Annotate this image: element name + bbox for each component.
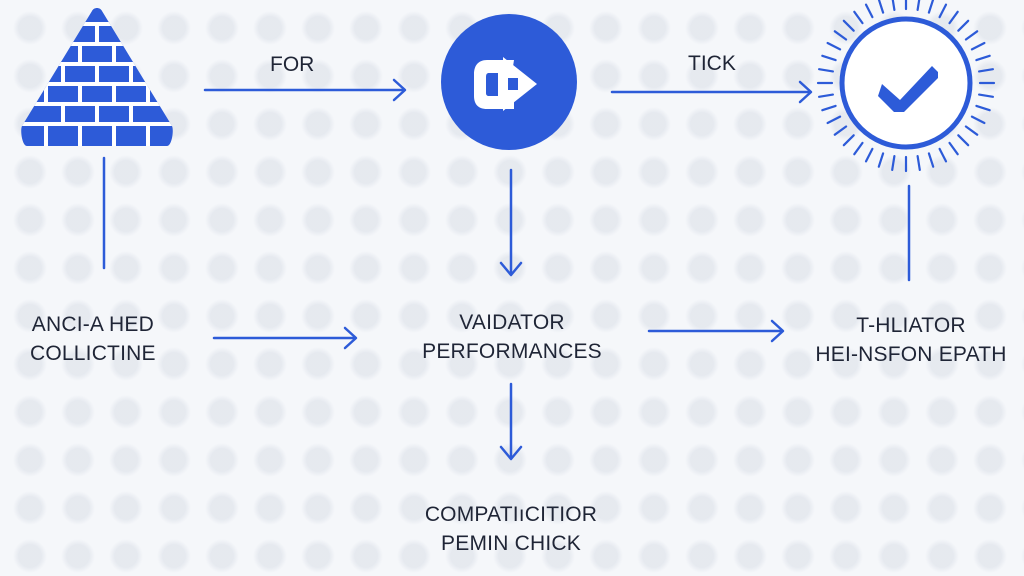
- sun-ray: [964, 125, 979, 136]
- sun-ray: [853, 141, 864, 156]
- node-center-line2: PERFORMANCES: [422, 340, 602, 363]
- sun-ray: [970, 41, 986, 51]
- sun-ray: [975, 104, 991, 112]
- sun-ray: [916, 0, 921, 11]
- sun-ray: [826, 41, 842, 51]
- sun-ray: [864, 3, 874, 19]
- sun-ray: [927, 0, 935, 14]
- sun-ray: [948, 141, 959, 156]
- node-right-line2: HEI-NSFON EPATH: [815, 343, 1007, 366]
- node-bottom-line1: COMPATIıCITIOR: [424, 503, 598, 526]
- sun-ray: [826, 115, 842, 125]
- sun-ray: [891, 155, 896, 171]
- sun-ray: [821, 104, 837, 112]
- sun-ray: [957, 134, 970, 147]
- sun-ray: [833, 125, 848, 136]
- sun-ray: [938, 3, 948, 19]
- arrow-center-node-to-right-node: [647, 319, 785, 343]
- sun-ray: [957, 19, 970, 32]
- arrow-left-node-to-center-node: [212, 326, 358, 350]
- sun-ray: [877, 0, 885, 14]
- sun-ray: [891, 0, 896, 11]
- sun-ray: [916, 155, 921, 171]
- node-bottom-line2: PEMIN CHICK: [441, 532, 581, 555]
- arrow-circle-to-center-node: [499, 168, 523, 277]
- node-right-label: T-HLIATOR HEI-NSFON EPATH: [806, 311, 1016, 369]
- sun-ray: [977, 93, 995, 98]
- sun-ray: [927, 152, 935, 168]
- sun-ray: [970, 115, 986, 125]
- node-center-label: VAIDATOR PERFORMANCES: [406, 308, 618, 366]
- sun-ray: [842, 19, 855, 32]
- sun-ray: [948, 10, 959, 25]
- sun-ray: [977, 68, 995, 73]
- node-right-line1: T-HLIATOR: [856, 314, 966, 337]
- sun-ray: [833, 30, 848, 41]
- brick-pyramid-icon: [21, 8, 173, 146]
- sun-ray: [877, 152, 885, 168]
- sun-ray: [817, 93, 835, 98]
- sun-ray: [938, 147, 948, 163]
- sun-ray: [964, 30, 979, 41]
- sun-ray: [853, 10, 864, 25]
- sun-ray: [817, 68, 835, 73]
- sun-ray: [975, 54, 991, 62]
- edge-label-for: FOR: [270, 53, 315, 76]
- circular-arrow-icon: [441, 14, 577, 150]
- sun-ray: [821, 54, 837, 62]
- edge-label-tick: TICK: [688, 52, 736, 75]
- arrow-pyramid-to-circle: [203, 78, 407, 102]
- arrow-center-node-to-bottom-node: [499, 382, 523, 461]
- node-left-label: ANCI-A HED COLLICTINE: [30, 310, 156, 368]
- node-center-line1: VAIDATOR: [459, 311, 565, 334]
- sunburst-check-icon: [816, 0, 996, 173]
- sun-ray: [864, 147, 874, 163]
- node-left-line2: COLLICTINE: [30, 342, 156, 365]
- sun-ray: [842, 134, 855, 147]
- node-left-line1: ANCI-A HED: [31, 313, 154, 336]
- arrow-circle-to-sunburst: [610, 80, 813, 104]
- node-bottom-label: COMPATIıCITIOR PEMIN CHICK: [408, 500, 614, 558]
